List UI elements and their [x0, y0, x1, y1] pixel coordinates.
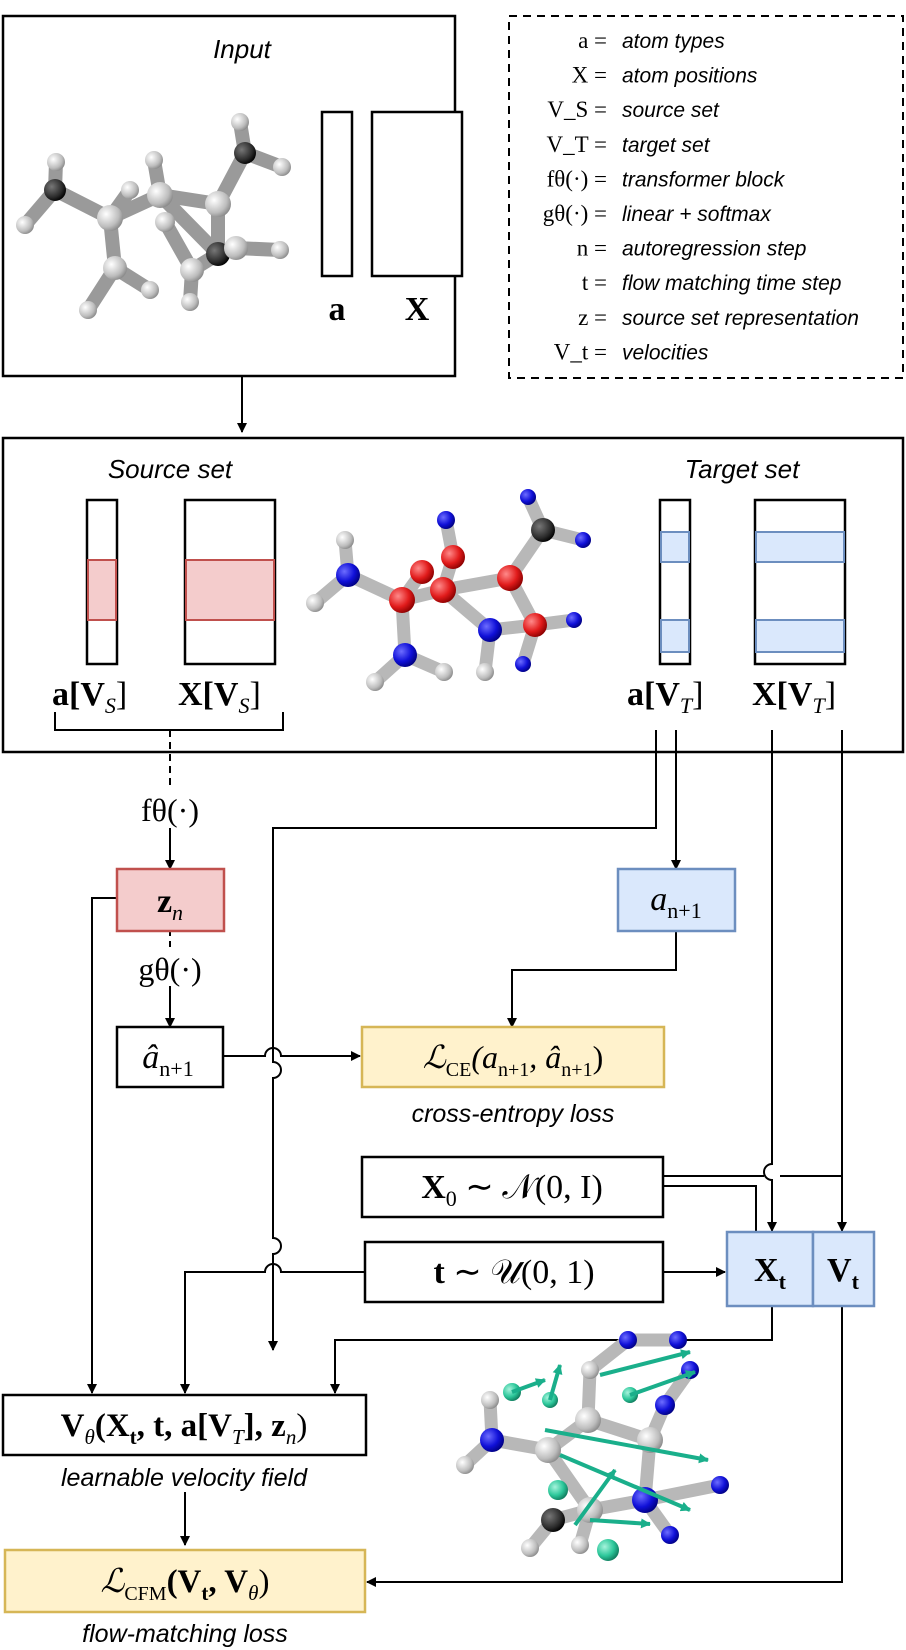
source-a-label: a[VS] [52, 676, 127, 718]
velocity-molecule-image [456, 1331, 729, 1561]
legend-meaning: transformer block [622, 168, 786, 191]
input-a-label: a [329, 291, 346, 328]
source-a-highlight [87, 559, 117, 621]
svg-text:X[VT]: X[VT] [752, 676, 836, 718]
source-x-highlight [185, 559, 275, 621]
cfm-loss-caption: flow-matching loss [82, 1620, 288, 1648]
svg-text:t ∼ 𝒰(0, 1): t ∼ 𝒰(0, 1) [433, 1254, 594, 1291]
legend-symbol: fθ(·) = [547, 166, 607, 191]
legend-meaning: source set [622, 99, 720, 122]
legend-symbol: z = [578, 305, 607, 330]
input-panel: Input [1, 14, 464, 378]
legend-meaning: autoregression step [622, 238, 806, 261]
input-a-vector [320, 110, 354, 278]
svg-text:a[VS]: a[VS] [52, 676, 127, 718]
legend-symbol: V_T = [547, 132, 607, 157]
target-set-title: Target set [685, 454, 801, 484]
z-n-node: zn [115, 867, 226, 933]
target-x-highlight-2 [755, 619, 845, 653]
connectors [87, 730, 847, 1587]
cfm-loss-node: ℒCFM(Vt, Vθ) [3, 1548, 367, 1614]
svg-text:ℒCE(an+1, ân+1): ℒCE(an+1, ân+1) [423, 1039, 603, 1081]
ce-loss-caption: cross-entropy loss [412, 1100, 615, 1128]
legend-meaning: linear + softmax [622, 203, 772, 226]
legend-symbol: X = [572, 63, 607, 88]
legend-symbol: V_S = [547, 97, 607, 122]
svg-text:a[VT]: a[VT] [627, 676, 703, 718]
source-x-label: X[VS] [178, 676, 261, 718]
legend-meaning: velocities [622, 341, 709, 364]
sets-molecule-atoms [306, 489, 591, 691]
ce-loss-node: ℒCE(an+1, ân+1) [360, 1025, 666, 1089]
svg-text:X0 ∼ 𝒩(0, I): X0 ∼ 𝒩(0, I) [421, 1169, 603, 1211]
legend-symbol: V_t = [554, 339, 607, 364]
target-x-label: X[VT] [752, 676, 836, 718]
a-hat-node: ân+1 [115, 1025, 225, 1089]
svg-text:Xt: Xt [754, 1252, 787, 1294]
x0-sampler-node: X0 ∼ 𝒩(0, I) [360, 1155, 665, 1219]
target-a-highlight-2 [660, 619, 690, 653]
f-theta-label: fθ(·) [141, 792, 199, 828]
source-set-title: Source set [108, 454, 234, 484]
svg-text:an+1: an+1 [650, 881, 701, 923]
svg-text:ân+1: ân+1 [142, 1039, 193, 1081]
target-a-highlight-1 [660, 531, 690, 563]
svg-text:zn: zn [157, 883, 183, 925]
t-sampler-node: t ∼ 𝒰(0, 1) [363, 1240, 665, 1304]
svg-text:Vθ(Xt, t, a[VT], zn): Vθ(Xt, t, a[VT], zn) [61, 1408, 308, 1449]
target-x-highlight-1 [755, 531, 845, 563]
legend-meaning: atom types [622, 30, 725, 53]
legend-symbol: t = [582, 270, 607, 295]
input-title: Input [213, 34, 273, 64]
input-molecule-atoms [16, 113, 291, 319]
legend-symbol: n = [577, 236, 607, 261]
a-next-node: an+1 [616, 867, 737, 933]
input-x-matrix [370, 110, 464, 278]
legend-meaning: target set [622, 134, 711, 157]
legend-symbol: gθ(·) = [543, 201, 607, 226]
legend-symbol: a = [578, 28, 607, 53]
v-theta-node: Vθ(Xt, t, a[VT], zn) [1, 1393, 368, 1457]
svg-text:Vt: Vt [827, 1252, 860, 1294]
legend-meaning: flow matching time step [622, 272, 841, 295]
v-theta-caption: learnable velocity field [61, 1464, 308, 1492]
xt-vt-node: Xt Vt [725, 1230, 876, 1308]
svg-text:X[VS]: X[VS] [178, 676, 261, 718]
legend-meaning: atom positions [622, 65, 758, 88]
svg-text:ℒCFM(Vt, Vθ): ℒCFM(Vt, Vθ) [101, 1564, 270, 1605]
target-a-label: a[VT] [627, 676, 703, 718]
sets-panel: Source set Target set a[VS] X[VS] a[VT] … [1, 436, 905, 754]
g-theta-label: gθ(·) [138, 951, 201, 987]
input-x-label: X [405, 291, 430, 328]
legend-meaning: source set representation [622, 307, 859, 330]
